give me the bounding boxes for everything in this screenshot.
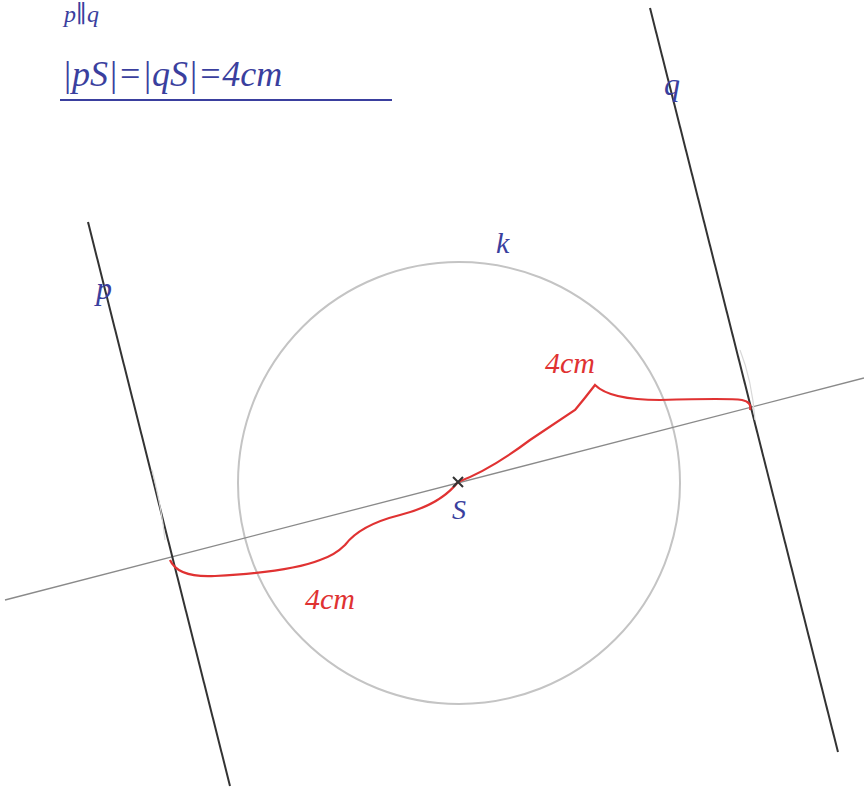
perpendicular-line (5, 378, 864, 600)
point-name: S (452, 496, 466, 524)
heading-underline (60, 99, 392, 101)
dimension-label: 4cm (545, 348, 595, 378)
line-p (88, 222, 230, 786)
line-name: p (96, 272, 112, 304)
compass-arc (152, 470, 165, 540)
line-name: q (664, 68, 680, 100)
distance-statement: |pS|=|qS|=4cm (62, 56, 282, 92)
distance-brace (170, 482, 458, 576)
distance-brace (458, 385, 750, 482)
center-mark (453, 477, 463, 487)
compass-arc (740, 350, 755, 420)
line-q (650, 8, 838, 752)
parallel-note: p∥q (64, 2, 99, 26)
dimension-label: 4cm (305, 584, 355, 614)
circle-name: k (496, 228, 509, 258)
circle-k (238, 262, 680, 704)
